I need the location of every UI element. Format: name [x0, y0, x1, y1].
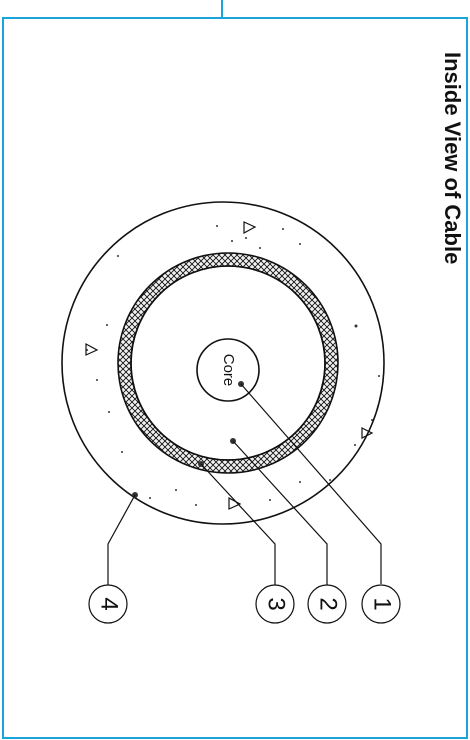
core-conductor — [196, 338, 260, 402]
outer-jacket-ring — [61, 201, 385, 525]
callout-3: 3 — [255, 584, 295, 624]
callout-1-number: 1 — [369, 597, 396, 610]
core-label: Core — [220, 354, 237, 387]
callout-4-number: 4 — [96, 597, 123, 610]
callout-2: 2 — [307, 584, 347, 624]
dielectric-insulator — [130, 265, 326, 461]
diagram-frame — [2, 17, 468, 739]
callout-1: 1 — [361, 584, 401, 624]
leader-lines — [107, 381, 382, 585]
callout-2-number: 2 — [315, 597, 342, 610]
callout-3-number: 3 — [263, 597, 290, 610]
callout-4: 4 — [88, 584, 128, 624]
diagram-title: Inside View of Cable — [440, 52, 465, 264]
